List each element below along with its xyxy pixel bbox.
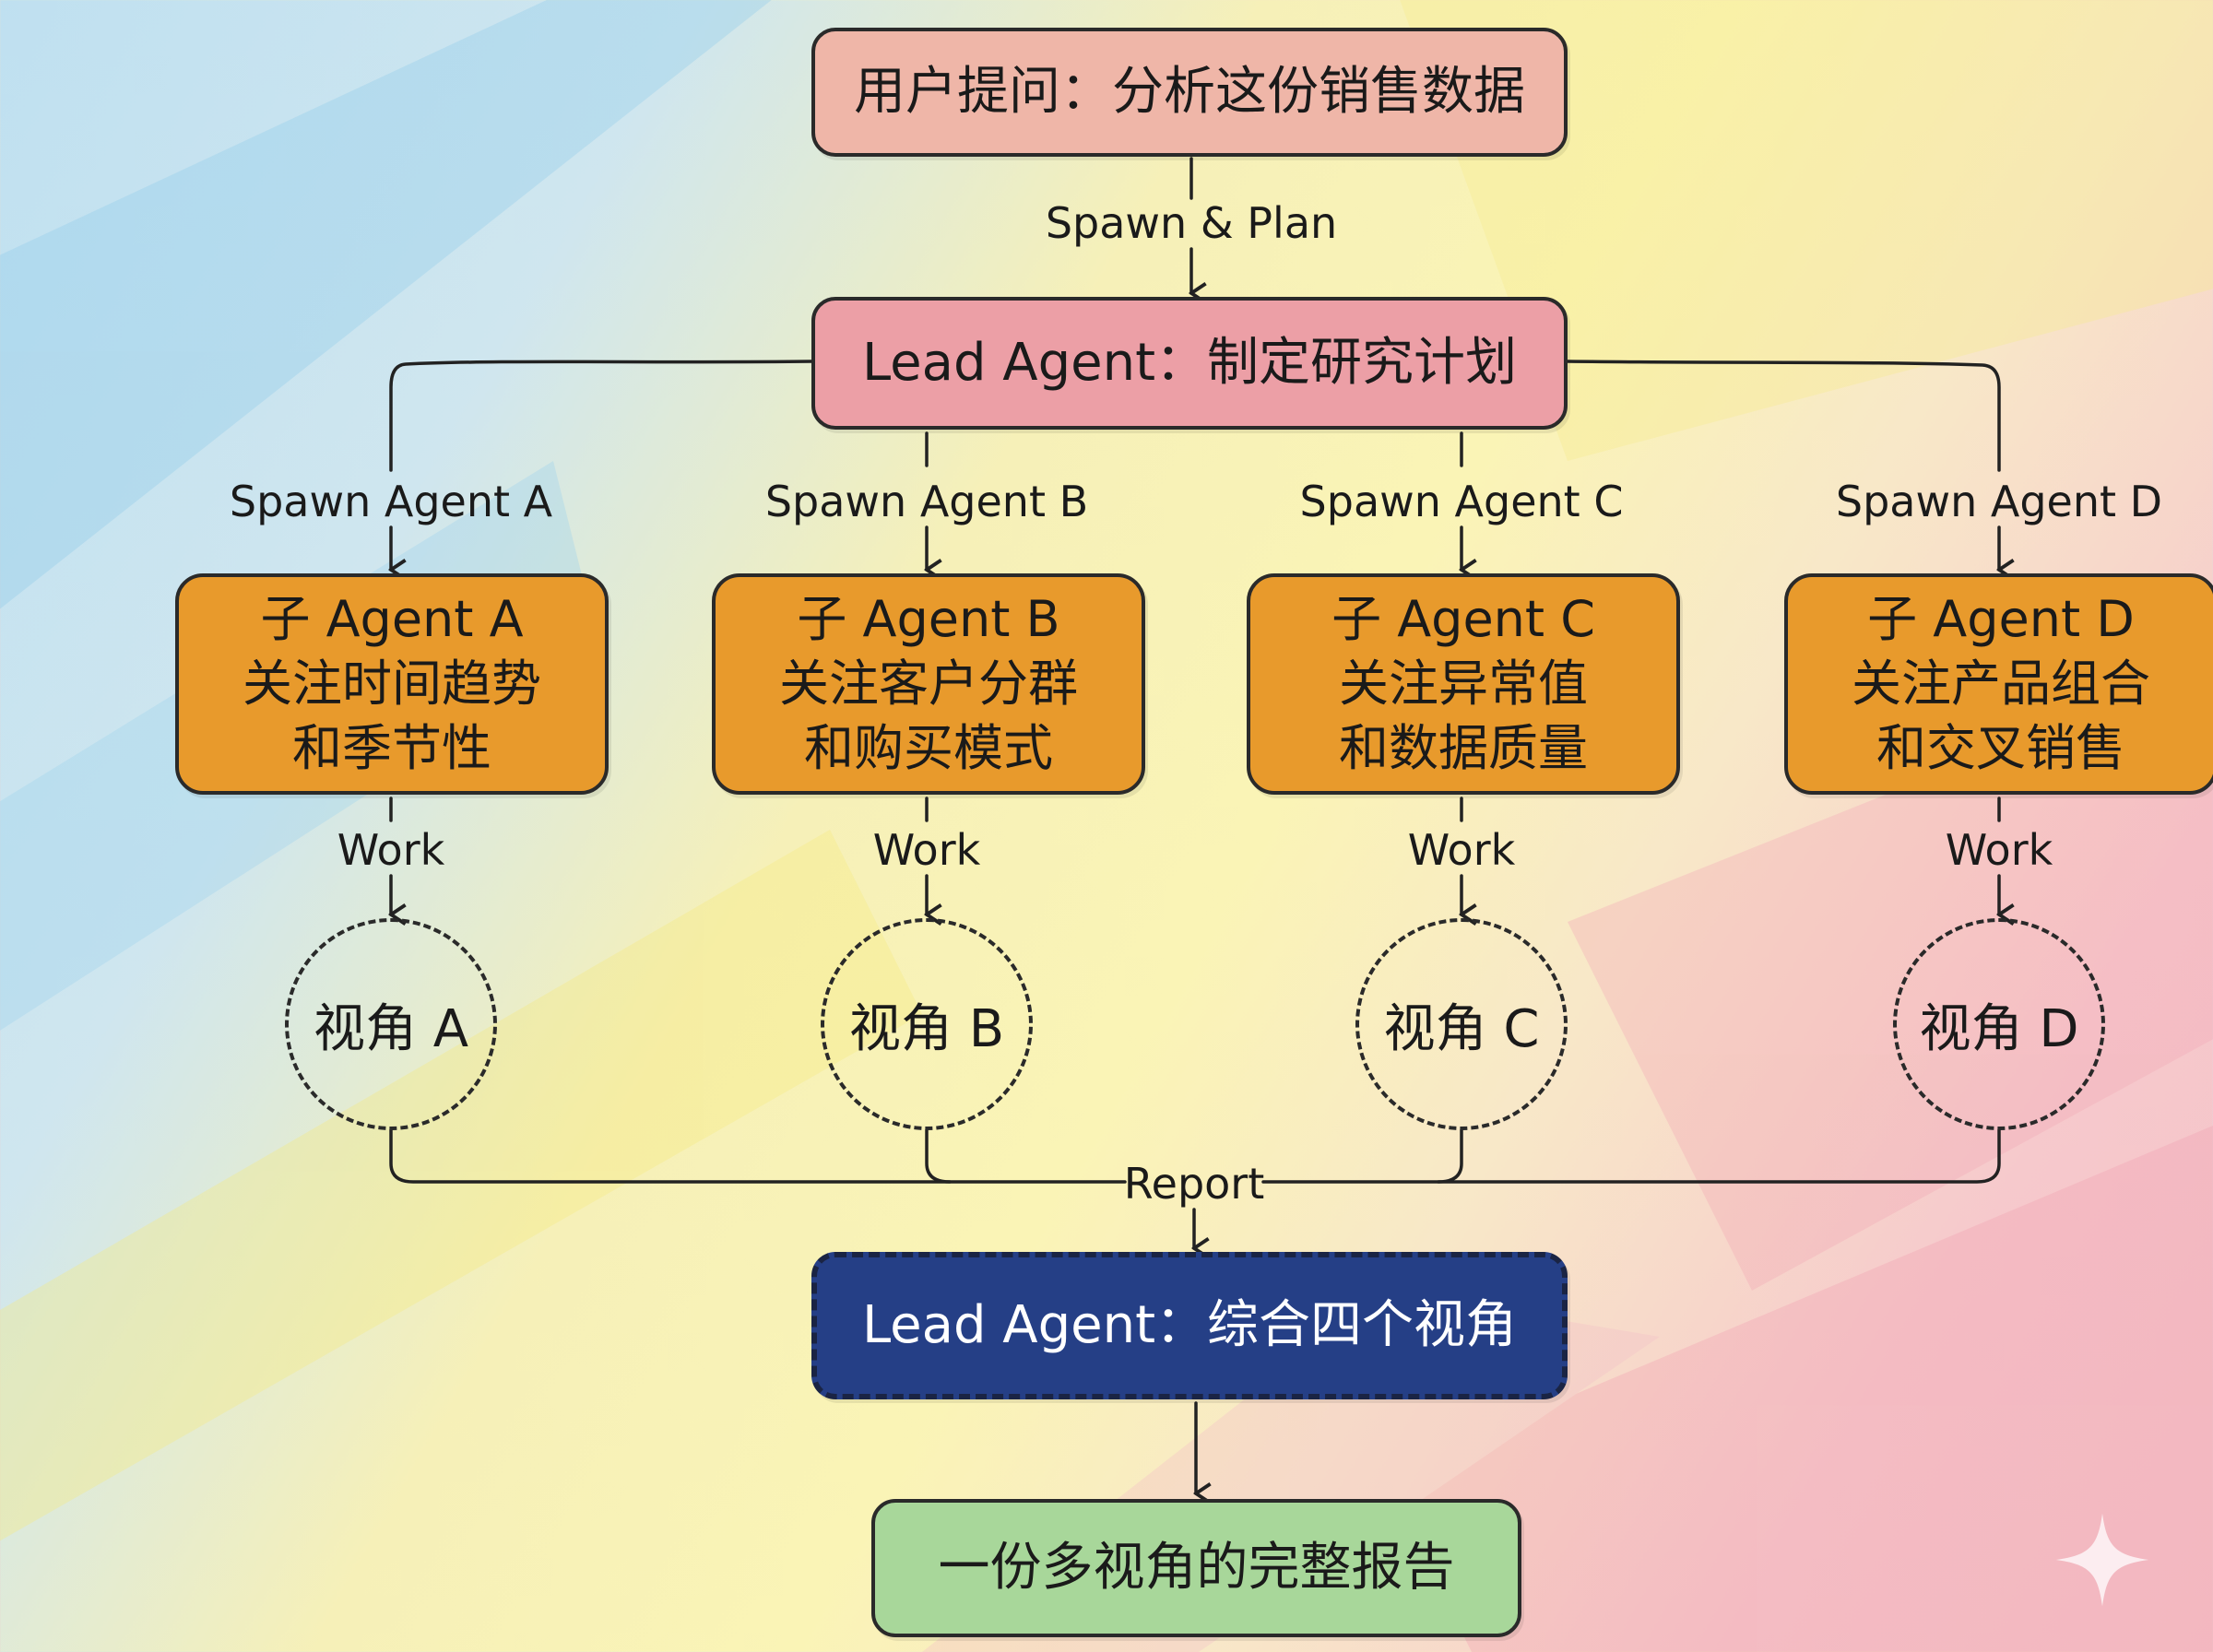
perspective-b-circle: 视角 B [821,918,1033,1130]
sub-agent-a-box: 子 Agent A 关注时间趋势 和季节性 [175,573,609,795]
sparkle-icon [2055,1513,2149,1607]
lead-agent-plan-box: Lead Agent：制定研究计划 [811,297,1568,430]
sub-agent-c-focus-2: 和数据质量 [1339,719,1588,777]
user-question-text: 用户提问：分析这份销售数据 [854,62,1525,122]
sub-agent-c-title: 子 Agent C [1331,590,1595,648]
lead-agent-synthesis-box: Lead Agent：综合四个视角 [811,1252,1568,1399]
edge-lead-to-agent-a [389,360,813,472]
edge-label-spawn-plan: Spawn & Plan [1045,198,1338,248]
edge-label-work-c: Work [1407,825,1516,875]
sub-agent-a-title: 子 Agent A [260,590,524,648]
perspective-b-label: 视角 B [848,998,1005,1059]
sub-agent-d-title: 子 Agent D [1867,590,2135,648]
edge-label-report: Report [1123,1159,1265,1209]
edge-label-work-b: Work [872,825,981,875]
sub-agent-b-title: 子 Agent B [797,590,1060,648]
lead-agent-synthesis-text: Lead Agent：综合四个视角 [861,1295,1518,1355]
perspective-a-circle: 视角 A [285,918,497,1130]
perspective-c-circle: 视角 C [1355,918,1568,1130]
sub-agent-d-focus-2: 和交叉销售 [1876,719,2125,777]
sub-agent-a-focus-2: 和季节性 [292,719,491,777]
edge-label-spawn-agent-c: Spawn Agent C [1299,477,1624,526]
lead-agent-plan-text: Lead Agent：制定研究计划 [861,333,1518,393]
edge-label-spawn-agent-a: Spawn Agent A [229,477,553,526]
edge-lead-to-agent-d [1566,360,2001,472]
edge-label-spawn-agent-b: Spawn Agent B [764,477,1089,526]
perspective-d-circle: 视角 D [1893,918,2105,1130]
edge-report-bracket [389,1128,1127,1184]
sub-agent-d-focus: 关注产品组合 [1852,655,2150,713]
sub-agent-b-box: 子 Agent B 关注客户分群 和购买模式 [712,573,1145,795]
perspective-a-label: 视角 A [313,998,469,1059]
edge-label-work-d: Work [1945,825,2053,875]
sub-agent-b-focus-2: 和购买模式 [804,719,1053,777]
sub-agent-c-box: 子 Agent C 关注异常值 和数据质量 [1247,573,1680,795]
sub-agent-c-focus: 关注异常值 [1339,655,1588,713]
edge-label-work-a: Work [337,825,445,875]
user-question-box: 用户提问：分析这份销售数据 [811,28,1568,157]
sub-agent-b-focus: 关注客户分群 [779,655,1078,713]
perspective-c-label: 视角 C [1383,998,1540,1059]
edge-label-spawn-agent-d: Spawn Agent D [1835,477,2163,526]
final-report-box: 一份多视角的完整报告 [871,1499,1521,1637]
sub-agent-d-box: 子 Agent D 关注产品组合 和交叉销售 [1784,573,2213,795]
perspective-d-label: 视角 D [1919,998,2079,1059]
sub-agent-a-focus: 关注时间趋势 [243,655,541,713]
final-report-text: 一份多视角的完整报告 [938,1538,1455,1598]
